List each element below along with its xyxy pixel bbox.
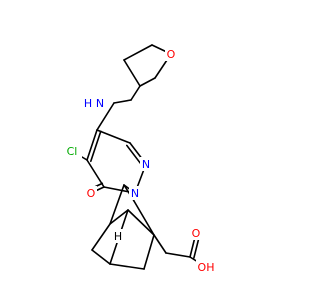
atom-knockout-H_bridge [112, 229, 124, 243]
atom-label-O_keto: O [87, 187, 96, 200]
atom-label-Cl: Cl [67, 145, 78, 158]
atom-knockout-NH_amine [82, 96, 94, 110]
bond-thf_c3-thf_c4 [123, 59, 141, 87]
bond-thf_c2-thf_c3 [139, 77, 156, 87]
atom-label-N_amine: N [96, 97, 104, 110]
bond-adD-adE [91, 249, 111, 265]
atom-label-N_ring1: N [131, 187, 139, 200]
bond-adB-ch2b [153, 234, 167, 254]
bond-adG-adB [127, 209, 155, 236]
bond-adF-ad1 [109, 184, 125, 225]
atom-label-O_acid_dbl: O [192, 227, 201, 240]
atom-knockout-O_keto [85, 186, 97, 200]
bond-adC-adD [109, 263, 145, 270]
atom-label-O_thf: O [167, 48, 176, 61]
atom-knockout-O_acid_dbl [190, 226, 202, 240]
bond-c3-c4 [86, 159, 105, 188]
atom-label-H_bridge: H [114, 230, 122, 243]
bond-adE-adF [91, 223, 111, 251]
bond-adF-adG [109, 209, 129, 225]
bond-thf_c4-thf_c1 [123, 44, 153, 61]
bond-layer [71, 44, 207, 270]
bond-ch2b-cacid [165, 252, 191, 258]
bond-c4-c5 [86, 129, 98, 161]
atom-knockout-N_amine [94, 96, 106, 110]
bond-ch2-n_am [113, 99, 132, 104]
atom-label-N_ring2: N [142, 158, 150, 171]
atom-knockout-N_ring1 [129, 186, 141, 200]
bond-adB-adC [143, 234, 155, 270]
atom-knockout-O_thf [165, 47, 177, 61]
bond-n_am-c5 [96, 102, 115, 131]
bond-adA-adB [133, 200, 155, 236]
atom-knockout-Cl [62, 144, 82, 158]
atom-label-NH_amine: H [84, 97, 92, 110]
bond-thf_c3-ch2 [130, 85, 141, 101]
bond-c5-c6 [96, 129, 131, 144]
atom-label-O_acid_oh: OH [198, 261, 215, 274]
double-bond-c4-c5 [89, 130, 102, 163]
atom-knockout-O_acid_oh [196, 260, 216, 274]
atom-knockout-N_ring2 [140, 157, 152, 171]
